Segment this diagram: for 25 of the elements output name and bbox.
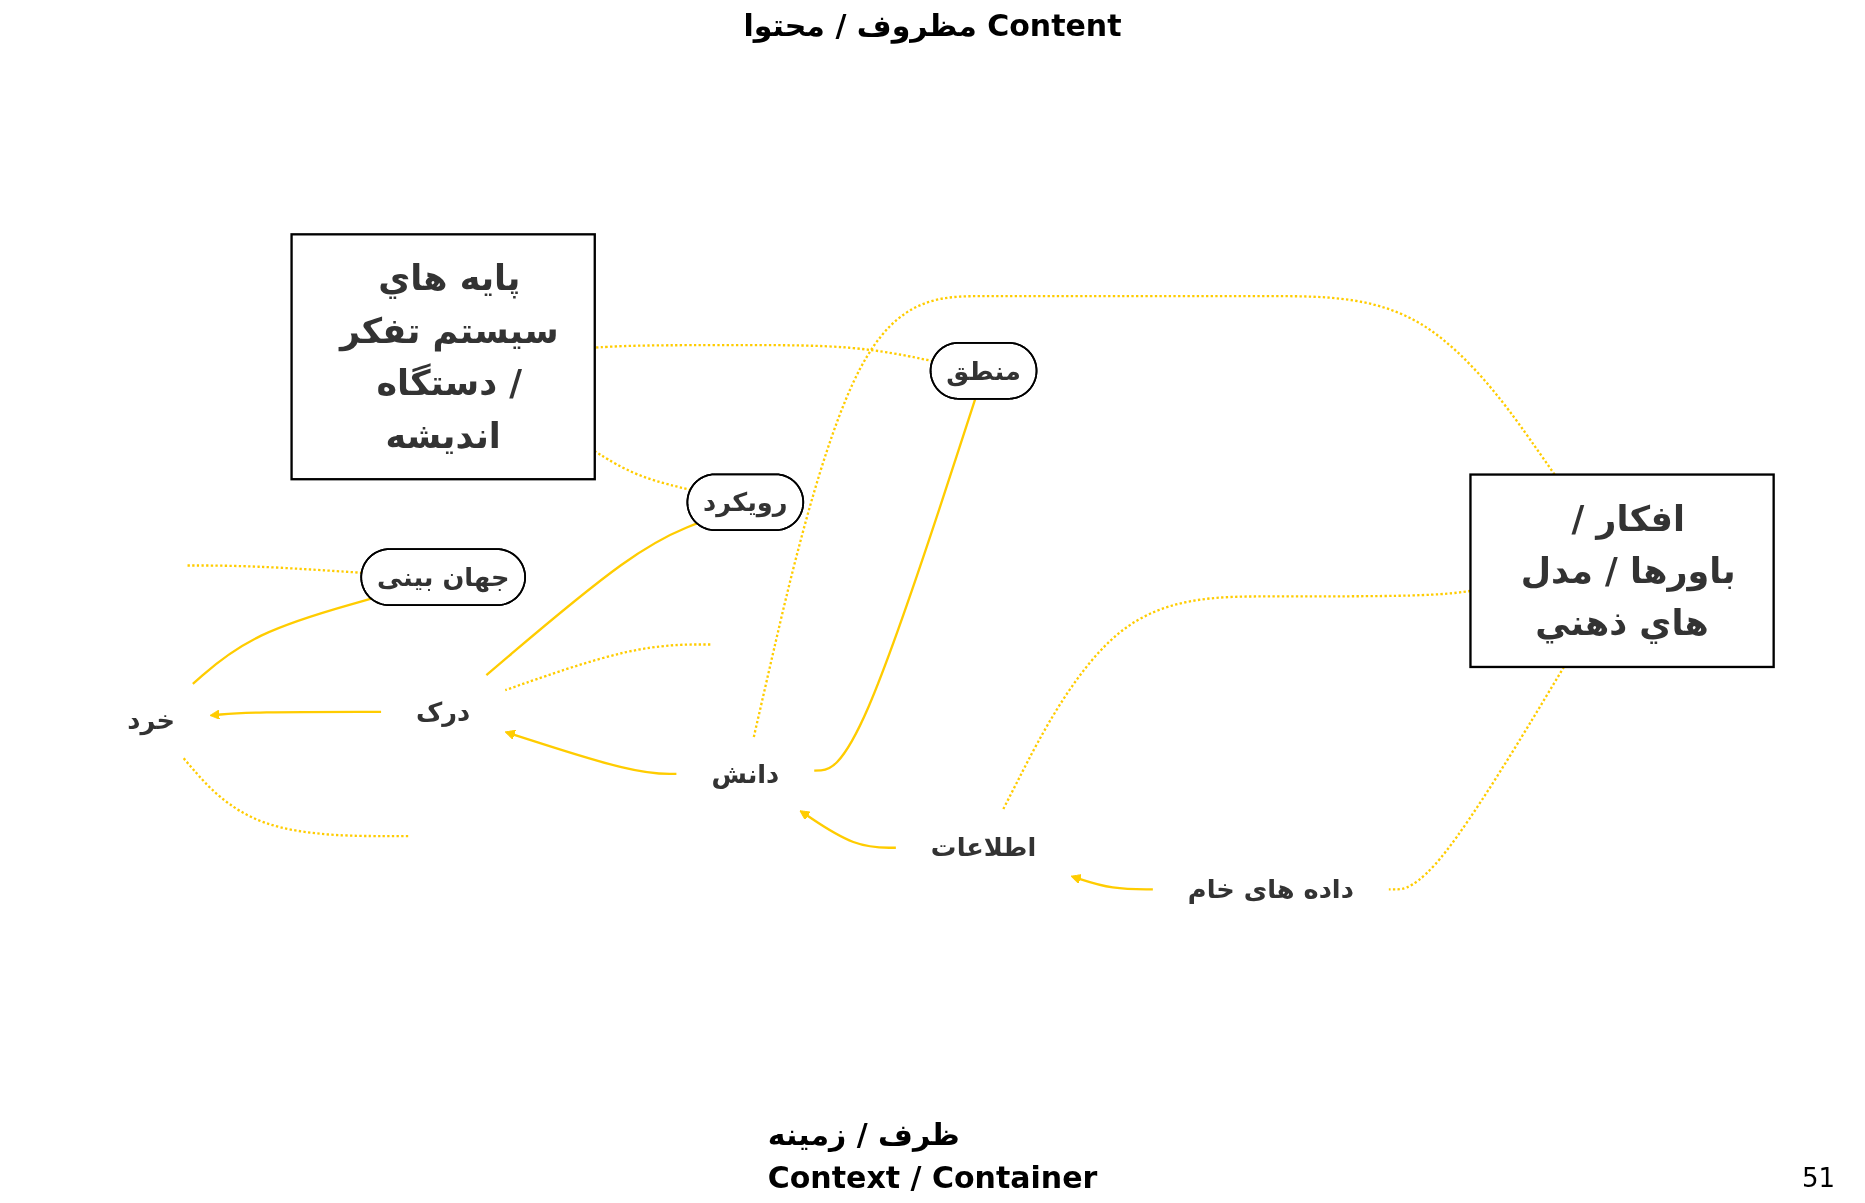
ellipse-node: منطق	[929, 341, 1037, 400]
page-number: 51	[1801, 1163, 1835, 1193]
text-box: پايه هاي سيستم تفکر / دستگاه انديشه	[289, 232, 596, 481]
connector-line	[181, 756, 408, 837]
arrow	[208, 709, 381, 720]
node-label: درک	[415, 697, 470, 727]
ellipse-node: رویکرد	[686, 473, 804, 531]
connector-line	[752, 294, 1556, 738]
ellipse-node: جهان بینی	[359, 548, 526, 606]
caption-text: ظرف / زمینه	[767, 1117, 961, 1152]
connector-line	[191, 597, 372, 685]
node-label: داده های خام	[1187, 874, 1354, 904]
arrow	[1070, 873, 1153, 891]
node-label: خرد	[126, 705, 175, 735]
text-box: افکار / باورها / مدل هاي ذهني	[1468, 473, 1775, 668]
connector-line	[485, 522, 697, 676]
node-label: اطلاعات	[930, 832, 1036, 863]
arrow	[504, 729, 676, 775]
connector-line	[1388, 666, 1565, 891]
node-label: دانش	[710, 759, 779, 789]
caption-text: مظروف / محتوا Content	[743, 8, 1122, 43]
connector-line	[813, 398, 976, 772]
arrow	[799, 810, 896, 849]
connector-line	[504, 643, 710, 691]
caption-text: Context / Container	[767, 1160, 1098, 1195]
